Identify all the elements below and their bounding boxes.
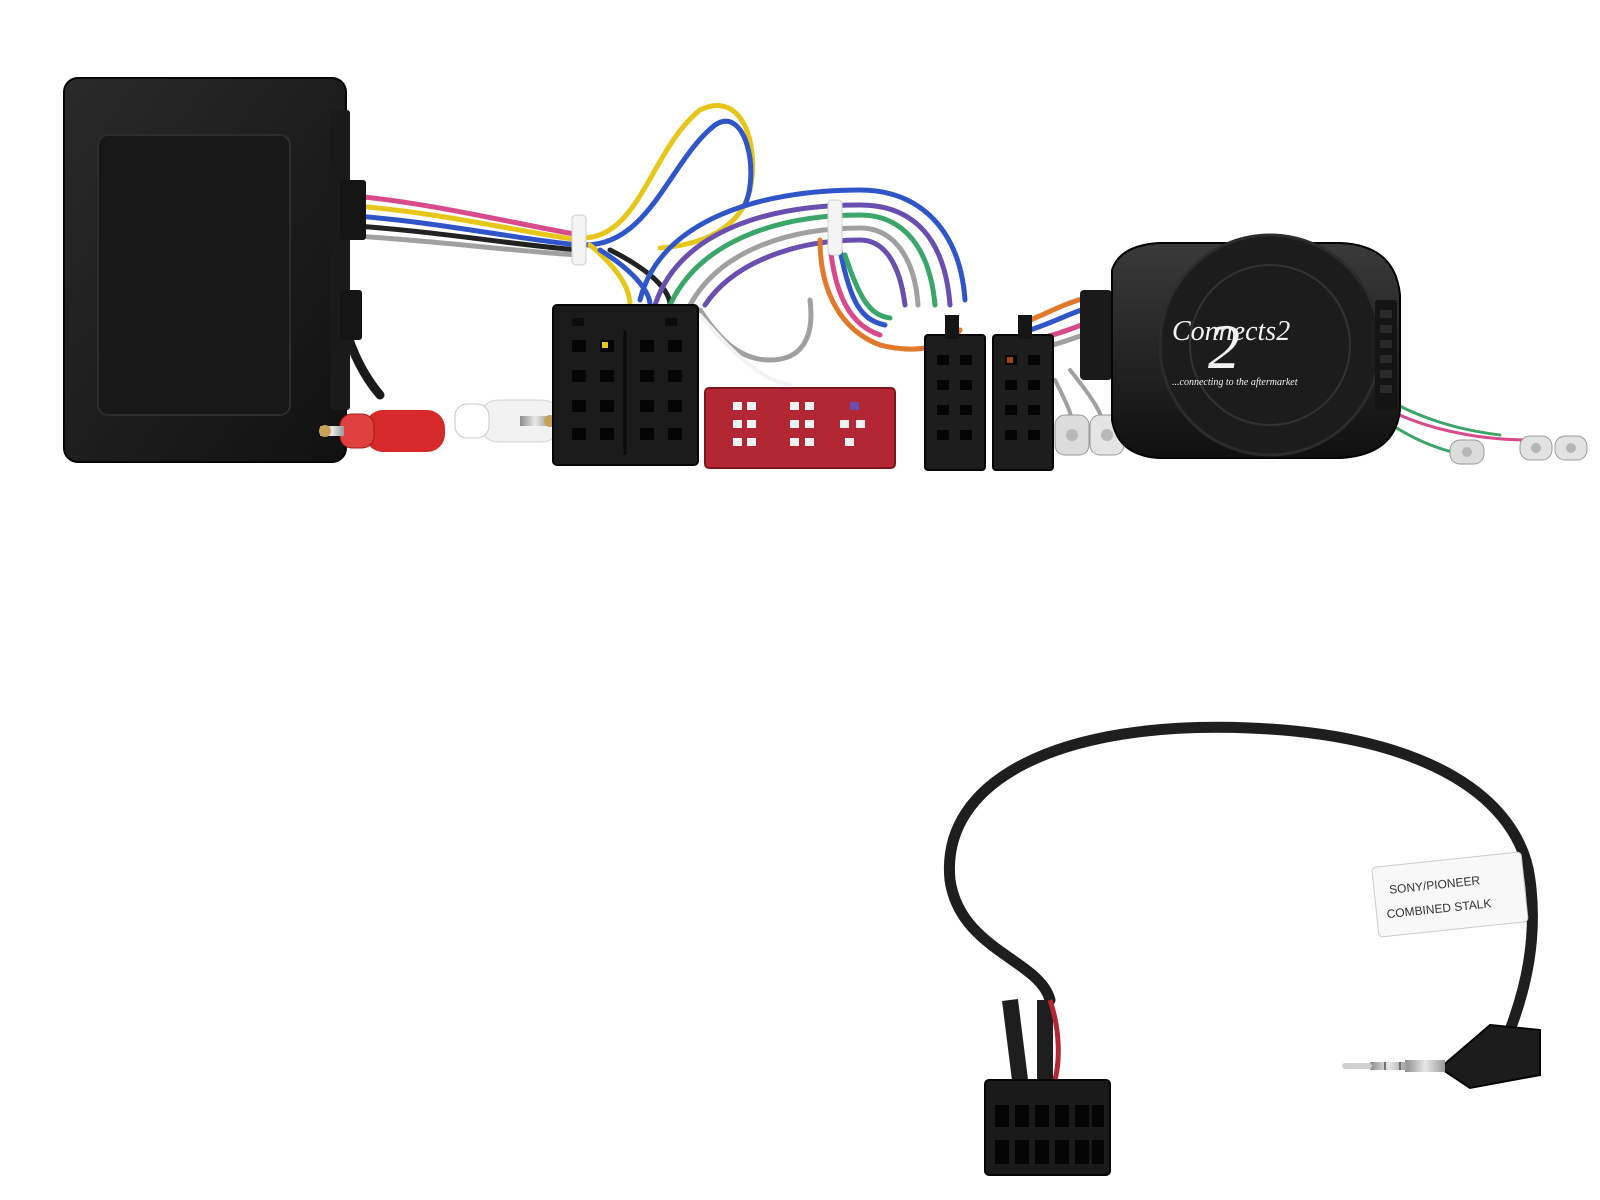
patch-lead: SONY/PIONEER COMBINED STALK <box>943 721 1541 1176</box>
iso-connector-black <box>552 304 699 466</box>
brand-logo: Connects2 <box>1172 316 1290 347</box>
brand-tagline: ...connecting to the aftermarket <box>1172 377 1298 388</box>
ring-terminals <box>1449 435 1588 465</box>
cable-tie <box>827 199 843 256</box>
multi-pin-connector <box>984 999 1111 1176</box>
steering-control-module: Connects2 2 ...connecting to the afterma… <box>1080 233 1401 459</box>
rca-plug-white <box>454 399 561 443</box>
3-5mm-jack-plug-icon <box>1342 1023 1541 1090</box>
rca-plug-red <box>319 410 445 452</box>
brand-logo-numeral: 2 <box>1208 311 1240 382</box>
interface-box <box>63 77 366 463</box>
cable-tie <box>571 214 587 266</box>
iso-connector-small-right <box>992 315 1054 471</box>
patch-lead-label: SONY/PIONEER COMBINED STALK <box>1371 851 1529 938</box>
connector-red <box>704 387 896 469</box>
iso-connector-small-left <box>924 315 986 471</box>
